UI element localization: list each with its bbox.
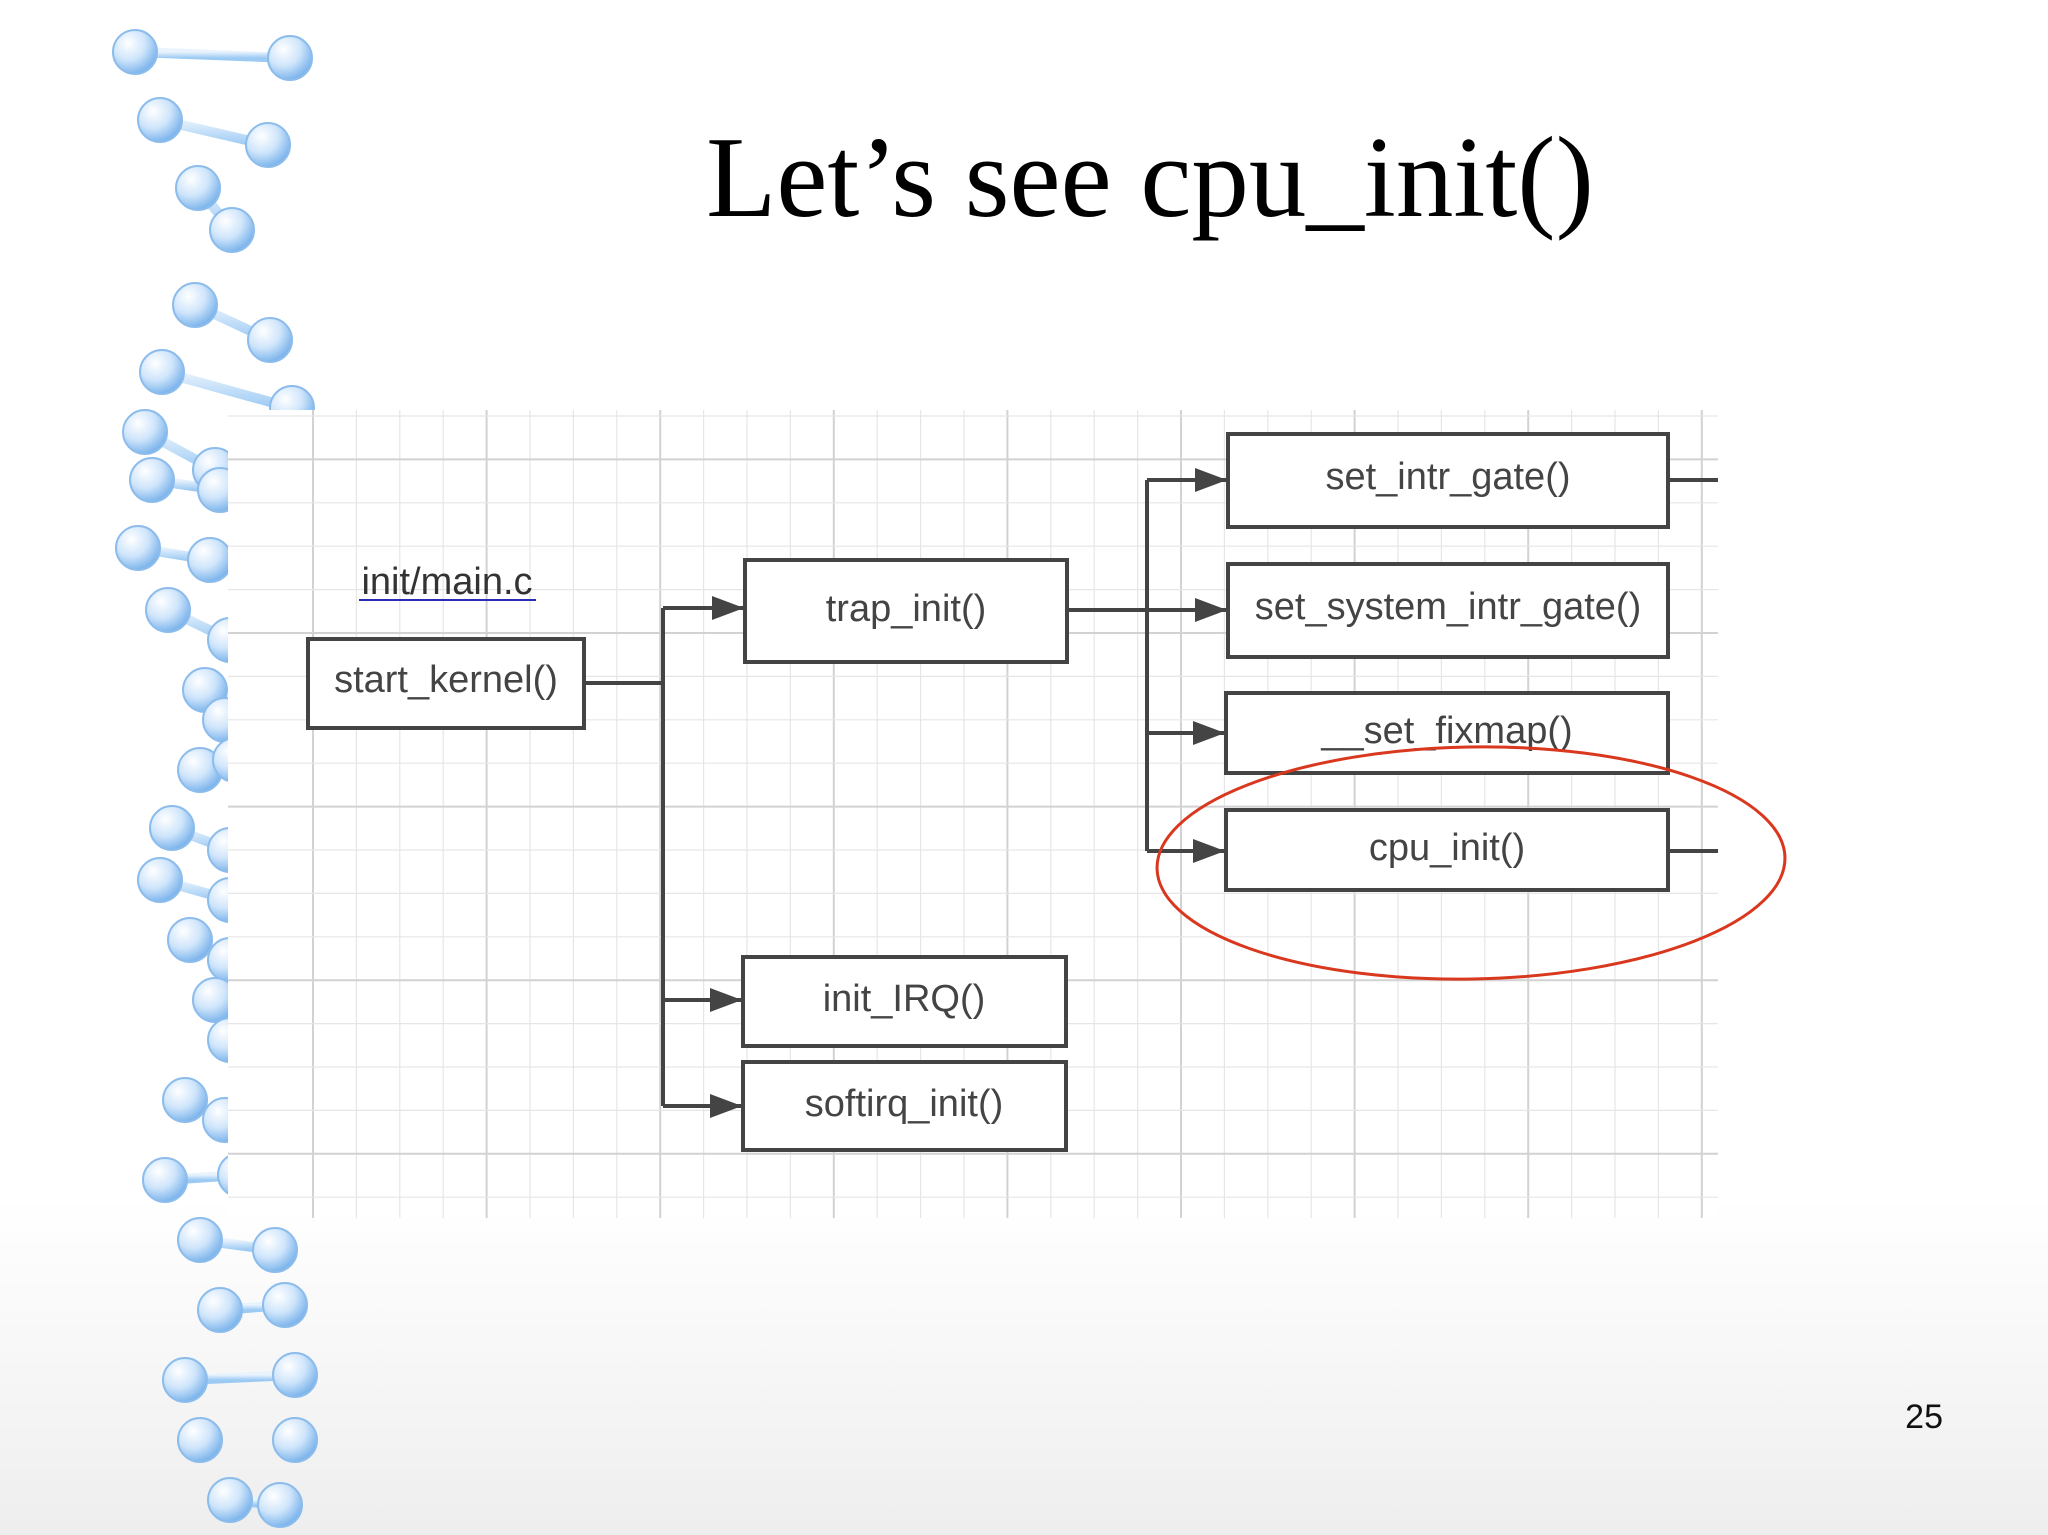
molecule-sphere (209, 207, 255, 253)
molecule-sphere (172, 282, 218, 328)
molecule-sphere (139, 349, 185, 395)
node-label: set_intr_gate() (1325, 456, 1570, 498)
molecule-sphere (137, 857, 183, 903)
molecule-sphere (207, 1477, 253, 1523)
node-label: __set_fixmap() (1320, 710, 1572, 752)
molecule-sphere (177, 1417, 223, 1463)
molecule-sphere (162, 1357, 208, 1403)
molecule-bond (130, 47, 295, 63)
node-label: set_system_intr_gate() (1255, 586, 1642, 628)
molecule-sphere (129, 457, 175, 503)
connectors (584, 468, 1718, 1118)
molecule-sphere (272, 1352, 318, 1398)
molecule-sphere (197, 1287, 243, 1333)
molecule-sphere (112, 29, 158, 75)
node-set-intr-gate: set_intr_gate() (1226, 432, 1670, 529)
molecule-sphere (167, 917, 213, 963)
molecule-sphere (122, 409, 168, 455)
node-label: init_IRQ() (823, 978, 986, 1020)
node-label: softirq_init() (805, 1083, 1004, 1125)
molecule-sphere (252, 1227, 298, 1273)
page-number: 25 (1905, 1398, 1943, 1436)
molecule-sphere (245, 122, 291, 168)
node-label: cpu_init() (1369, 827, 1525, 869)
molecule-sphere (142, 1157, 188, 1203)
file-label-link[interactable]: init/main.c (361, 561, 532, 603)
node-init-irq: init_IRQ() (741, 955, 1068, 1048)
molecule-sphere (149, 805, 195, 851)
molecule-sphere (177, 1217, 223, 1263)
molecule-sphere (257, 1482, 303, 1528)
molecule-sphere (247, 317, 293, 363)
node-label: trap_init() (826, 588, 987, 630)
node-set-fixmap: __set_fixmap() (1224, 691, 1670, 775)
molecule-sphere (262, 1282, 308, 1328)
node-set-system-intr-gate: set_system_intr_gate() (1226, 562, 1670, 659)
node-start-kernel: start_kernel() (306, 637, 586, 730)
molecule-sphere (272, 1417, 318, 1463)
molecule-sphere (162, 1077, 208, 1123)
node-label: start_kernel() (334, 659, 558, 701)
page-title: Let’s see cpu_init() (706, 114, 1594, 241)
node-softirq-init: softirq_init() (741, 1060, 1068, 1152)
molecule-sphere (137, 97, 183, 143)
molecule-sphere (115, 525, 161, 571)
node-cpu-init: cpu_init() (1224, 808, 1670, 892)
molecule-sphere (267, 35, 313, 81)
highlight-ellipse (1155, 745, 1787, 981)
molecule-sphere (175, 165, 221, 211)
node-trap-init: trap_init() (743, 558, 1069, 664)
molecule-sphere (145, 587, 191, 633)
